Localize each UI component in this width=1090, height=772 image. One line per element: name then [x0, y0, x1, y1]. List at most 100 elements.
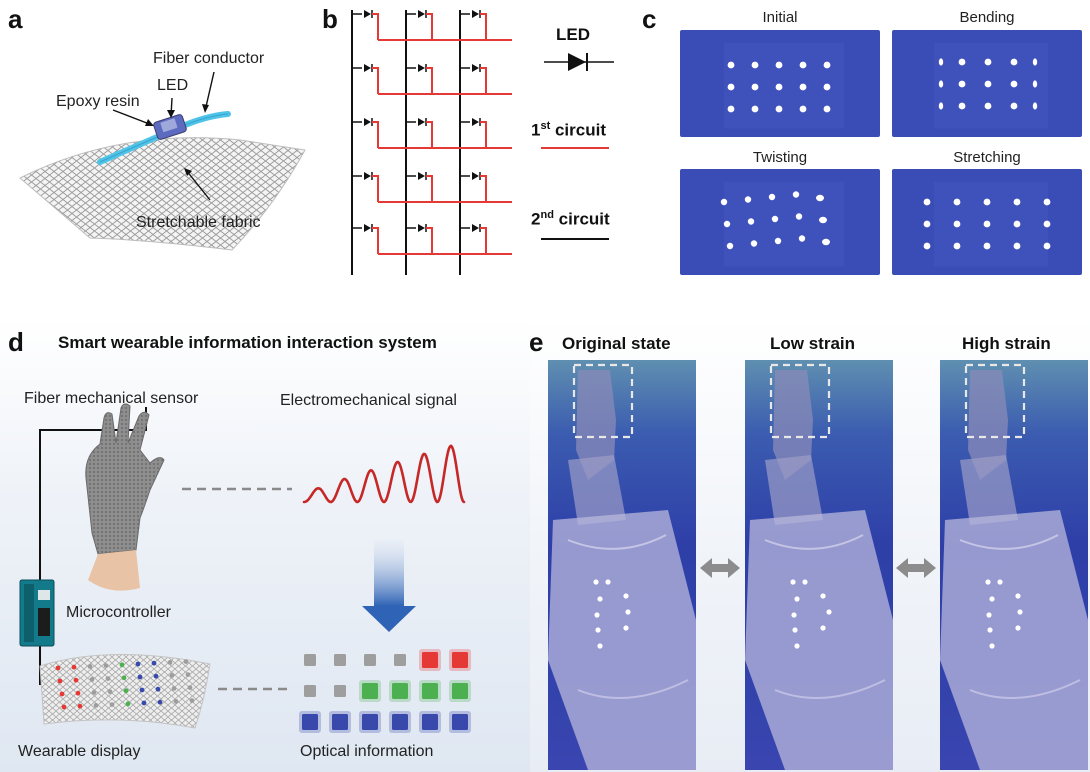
led-dot [623, 593, 629, 599]
dashed-focus-box [964, 363, 1026, 439]
led-dot [771, 215, 779, 223]
led-dot [1015, 593, 1021, 599]
led-dot [958, 80, 966, 88]
panel-d-title: Smart wearable information interaction s… [58, 333, 437, 352]
led-dot [1032, 58, 1038, 66]
led-dot [989, 596, 995, 602]
optical-pixel [422, 683, 438, 699]
led-dot [989, 643, 995, 649]
led-dot [986, 612, 992, 618]
led-dot [727, 61, 735, 69]
display-led-dot [173, 699, 179, 704]
led-dot [1013, 198, 1021, 206]
diode-icon [364, 10, 371, 18]
diode-icon [472, 172, 479, 180]
display-led-dot [189, 698, 195, 703]
diode-icon [418, 224, 425, 232]
display-led-dot [167, 660, 173, 665]
led-dot [1013, 242, 1021, 250]
interaction-system-diagram [19, 403, 471, 733]
second-circuit-swatch [541, 238, 609, 240]
led-dot [1010, 102, 1018, 110]
circuit1-lead [480, 67, 487, 94]
led-dot [819, 216, 827, 224]
display-led-dot [103, 663, 109, 668]
led-dot [597, 596, 603, 602]
circuit1-lead [426, 67, 433, 94]
sleeve-fold [577, 679, 689, 699]
led-dot [798, 235, 806, 242]
led-dot [823, 83, 831, 91]
led-dot [958, 102, 966, 110]
led-dot [775, 105, 783, 113]
display-led-dot [187, 685, 193, 690]
wrist-silhouette [568, 455, 626, 525]
diode-icon [418, 118, 425, 126]
display-led-dot [89, 677, 95, 682]
display-led-dot [169, 673, 175, 678]
wrist-silhouette [765, 455, 823, 525]
display-led-dot [151, 660, 157, 666]
led-dot [790, 579, 796, 585]
led-dot [799, 105, 807, 113]
panel-b-label: b [322, 4, 338, 34]
led-dot [794, 643, 800, 649]
led-dot [795, 213, 803, 220]
down-arrow-icon [362, 606, 416, 632]
display-led-dot [121, 675, 127, 681]
led-dot [1010, 80, 1018, 88]
led-dot [727, 105, 735, 113]
high-strain-photo [940, 360, 1088, 770]
led-dot [1013, 220, 1021, 228]
first-circuit-swatch [541, 147, 609, 149]
first-circuit-label: 1st circuit [531, 120, 606, 140]
display-led-dot [185, 672, 191, 677]
optical-pixel [362, 683, 378, 699]
led-dot [751, 83, 759, 91]
microcontroller-board-icon [19, 579, 55, 647]
original-state-photo [548, 360, 696, 770]
diode-icon [472, 118, 479, 126]
led-dot [774, 237, 782, 245]
sleeve-fold [969, 679, 1081, 699]
display-led-dot [55, 665, 61, 671]
led-dot [1015, 625, 1021, 631]
led-dot [744, 196, 752, 203]
display-led-dot [141, 700, 147, 706]
fabric-patch [933, 181, 1048, 267]
display-led-dot [109, 702, 115, 707]
diode-icon [472, 224, 479, 232]
fiber-conductor-label: Fiber conductor [153, 50, 265, 67]
led-dot [794, 596, 800, 602]
circuit1-lead [372, 175, 379, 202]
diode-icon [364, 64, 371, 72]
diode-icon [418, 172, 425, 180]
led-dot [595, 627, 601, 633]
circuit1-lead [372, 67, 379, 94]
led-dot [953, 242, 961, 250]
led-dot [1010, 58, 1018, 66]
display-led-dot [171, 686, 177, 691]
fabric-patch [724, 181, 844, 267]
optical-pixel [392, 683, 408, 699]
optical-pixel [392, 714, 408, 730]
display-led-dot [153, 673, 159, 679]
led-dot [1043, 220, 1051, 228]
electromechanical-signal-wave [302, 444, 466, 504]
display-led-dot [75, 690, 81, 696]
diode-icon [472, 10, 479, 18]
led-dot [923, 220, 931, 228]
sensor-label: Fiber mechanical sensor [24, 390, 199, 407]
led-dot [768, 193, 776, 201]
circuit1-lead [426, 13, 433, 40]
led-dot [816, 194, 824, 202]
led-dot [750, 240, 758, 247]
led-dot [723, 220, 731, 228]
led-dot [953, 220, 961, 228]
hand-silhouette [773, 370, 813, 480]
led-label: LED [157, 77, 189, 94]
sleeve-fold [764, 534, 864, 550]
stretchable-fabric-label: Stretchable fabric [136, 214, 261, 231]
optical-pixel [302, 714, 318, 730]
